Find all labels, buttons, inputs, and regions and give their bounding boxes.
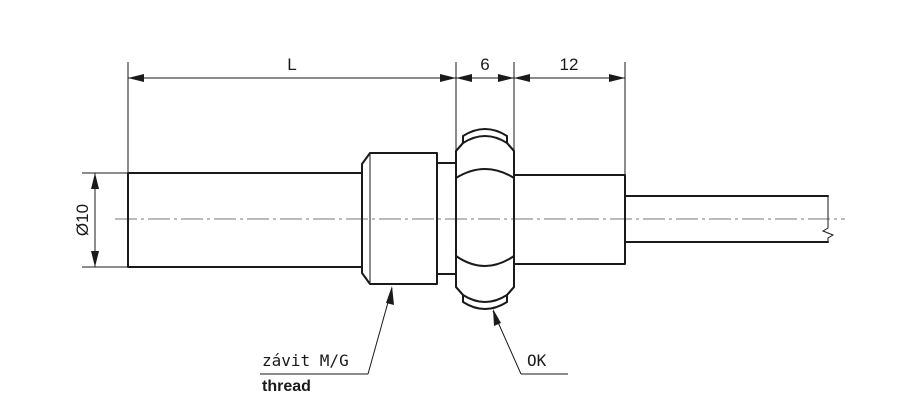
thread-label-cz: závit M/G: [262, 351, 349, 370]
cable: [624, 195, 835, 243]
thread-callout: závit M/G thread: [260, 286, 394, 395]
hex-nut-label: OK: [527, 351, 547, 370]
extension-lines: [82, 62, 626, 268]
probe-body: [127, 172, 363, 268]
dimension-nut-width: 6: [456, 55, 514, 82]
hex-nut: [455, 128, 515, 310]
dimension-diameter-label: Ø10: [73, 204, 92, 236]
sleeve: [513, 174, 626, 265]
threaded-fitting: [361, 152, 457, 285]
dimension-sleeve-length: 12: [514, 55, 625, 82]
hex-nut-callout: OK: [492, 309, 568, 375]
dimension-sleeve-length-label: 12: [560, 55, 579, 74]
dimension-diameter: Ø10: [73, 173, 99, 267]
thread-label-en: thread: [262, 378, 311, 395]
dimension-length: L: [128, 55, 456, 82]
dimension-length-label: L: [287, 55, 296, 74]
dimension-nut-width-label: 6: [480, 55, 489, 74]
